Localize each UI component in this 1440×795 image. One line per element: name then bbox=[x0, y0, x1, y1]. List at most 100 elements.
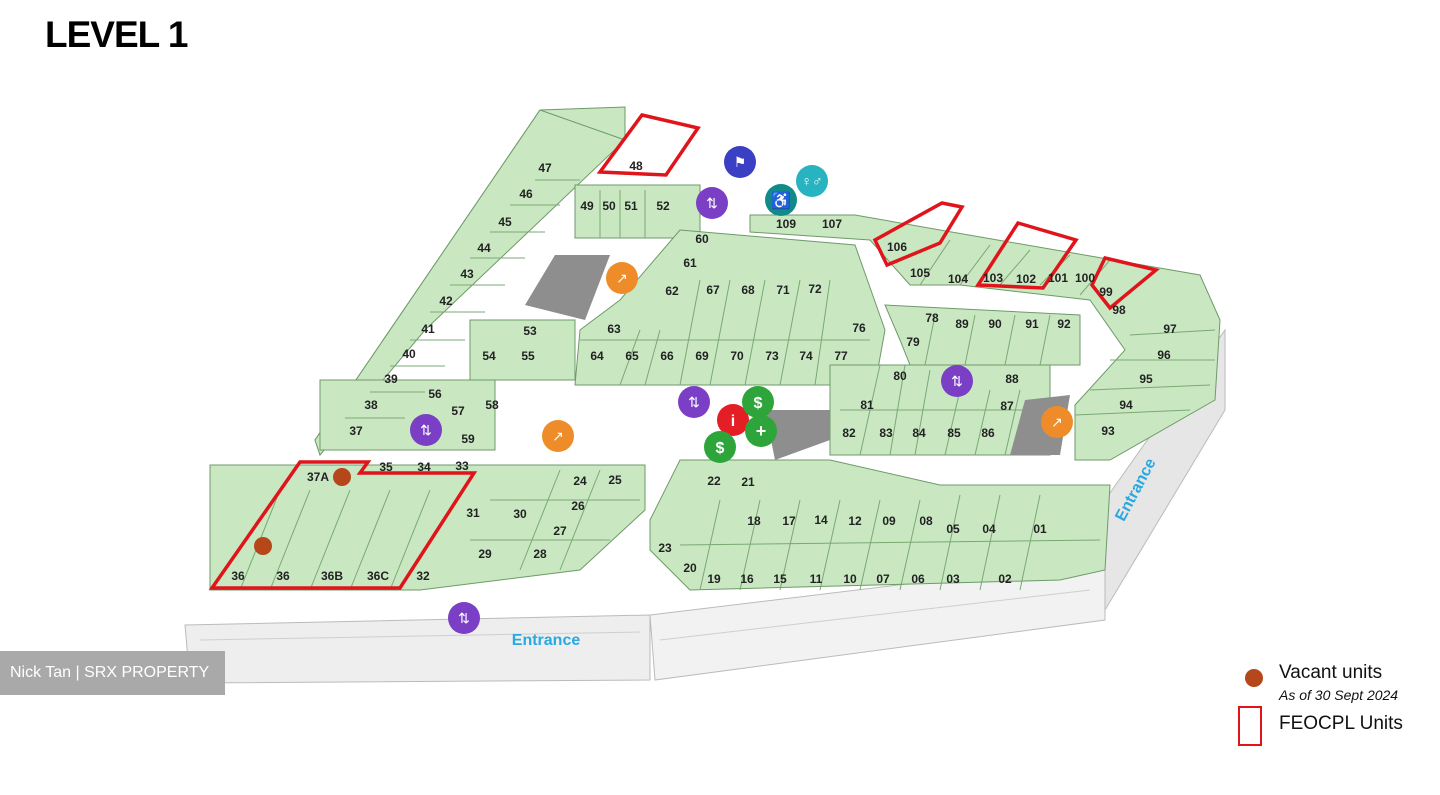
unit-label: 36B bbox=[321, 569, 343, 583]
unit-label: 28 bbox=[533, 547, 547, 561]
unit-label: 86 bbox=[981, 426, 995, 440]
legend-feocpl-label: FEOCPL Units bbox=[1279, 713, 1403, 734]
unit-label: 06 bbox=[911, 572, 925, 586]
unit-label: 77 bbox=[834, 349, 848, 363]
unit-label: 74 bbox=[799, 349, 813, 363]
unit-label: 04 bbox=[982, 522, 996, 536]
unit-label: 101 bbox=[1048, 271, 1068, 285]
unit-label: 72 bbox=[808, 282, 822, 296]
svg-text:⇅: ⇅ bbox=[420, 422, 432, 438]
unit-label: 27 bbox=[553, 524, 567, 538]
unit-label: 14 bbox=[814, 513, 828, 527]
lift-icon: ⇅ bbox=[448, 602, 480, 634]
unit-label: 52 bbox=[656, 199, 670, 213]
unit-label: 58 bbox=[485, 398, 499, 412]
unit-label: 81 bbox=[860, 398, 874, 412]
unit-label: 71 bbox=[776, 283, 790, 297]
feocpl-unit-102 bbox=[974, 220, 1079, 290]
unit-label: 03 bbox=[946, 572, 960, 586]
svg-text:↗: ↗ bbox=[616, 270, 628, 286]
vacant-dot bbox=[254, 537, 272, 555]
svg-text:♿: ♿ bbox=[771, 191, 791, 210]
atm-icon: $ bbox=[704, 431, 736, 463]
unit-label: 87 bbox=[1000, 399, 1014, 413]
unit-label: 29 bbox=[478, 547, 492, 561]
unit-label: 16 bbox=[740, 572, 754, 586]
unit-label: 102 bbox=[1016, 272, 1036, 286]
info-icon: i bbox=[717, 404, 749, 436]
unit-label: 61 bbox=[683, 256, 697, 270]
unit-label: 31 bbox=[466, 506, 480, 520]
unit-label: 47 bbox=[538, 161, 552, 175]
unit-label: 90 bbox=[988, 317, 1002, 331]
feocpl-unit-106 bbox=[872, 201, 965, 268]
svg-text:⚑: ⚑ bbox=[734, 154, 747, 170]
unit-label: 01 bbox=[1033, 522, 1047, 536]
escalator-voids bbox=[525, 255, 1070, 460]
unit-label: 20 bbox=[683, 561, 697, 575]
unit-label: 104 bbox=[948, 272, 968, 286]
unit-label: 50 bbox=[602, 199, 616, 213]
unit-label: 12 bbox=[848, 514, 862, 528]
unit-label: 97 bbox=[1163, 322, 1177, 336]
unit-label: 68 bbox=[741, 283, 755, 297]
escalator-icon: ↗ bbox=[542, 420, 574, 452]
unit-label: 55 bbox=[521, 349, 535, 363]
unit-label: 36 bbox=[276, 569, 290, 583]
svg-text:i: i bbox=[731, 413, 735, 430]
escalator-icon: ↗ bbox=[1041, 406, 1073, 438]
unit-label: 106 bbox=[887, 240, 907, 254]
unit-label: 91 bbox=[1025, 317, 1039, 331]
unit-label: 69 bbox=[695, 349, 709, 363]
unit-label: 83 bbox=[879, 426, 893, 440]
svg-text:⇅: ⇅ bbox=[688, 394, 700, 410]
unit-label: 62 bbox=[665, 284, 679, 298]
lift-icon: ⇅ bbox=[678, 386, 710, 418]
unit-label: 36C bbox=[367, 569, 389, 583]
unit-label: 08 bbox=[919, 514, 933, 528]
building-base bbox=[184, 328, 1226, 684]
unit-label: 98 bbox=[1112, 303, 1126, 317]
unit-label: 17 bbox=[782, 514, 796, 528]
feocpl-legend-box bbox=[1238, 706, 1262, 746]
unit-label: 65 bbox=[625, 349, 639, 363]
unit-label: 02 bbox=[998, 572, 1012, 586]
unit-label: 93 bbox=[1101, 424, 1115, 438]
unit-label: 94 bbox=[1119, 398, 1133, 412]
unit-label: 59 bbox=[461, 432, 475, 446]
svg-text:⇅: ⇅ bbox=[706, 195, 718, 211]
unit-label: 99 bbox=[1099, 285, 1113, 299]
svg-text:⇅: ⇅ bbox=[458, 610, 470, 626]
unit-label: 41 bbox=[421, 322, 435, 336]
unit-label: 60 bbox=[695, 232, 709, 246]
svg-text:♀♂: ♀♂ bbox=[802, 173, 823, 189]
unit-label: 96 bbox=[1157, 348, 1171, 362]
restroom-icon: ♀♂ bbox=[796, 165, 828, 197]
shop-blocks bbox=[209, 106, 1221, 591]
facility-icons: ⚑ ♀♂ ♿ ⇅ ↗ ↗ ⇅ ⇅ i $ $ + ⇅ ↗ ⇅ bbox=[410, 146, 1073, 634]
atm-icon: $ bbox=[742, 386, 774, 418]
legend-as-of-date: As of 30 Sept 2024 bbox=[1279, 687, 1399, 703]
unit-label: 88 bbox=[1005, 372, 1019, 386]
unit-label: 53 bbox=[523, 324, 537, 338]
unit-label: 33 bbox=[455, 459, 469, 473]
svg-text:$: $ bbox=[716, 440, 725, 457]
unit-label: 82 bbox=[842, 426, 856, 440]
unit-label: 23 bbox=[658, 541, 672, 555]
unit-label: 105 bbox=[910, 266, 930, 280]
unit-label: 92 bbox=[1057, 317, 1071, 331]
page-title: LEVEL 1 bbox=[45, 14, 188, 55]
legend-vacant-label: Vacant units bbox=[1279, 662, 1383, 683]
feocpl-units bbox=[208, 113, 1160, 590]
unit-label: 24 bbox=[573, 474, 587, 488]
svg-text:↗: ↗ bbox=[552, 428, 564, 444]
unit-label: 37A bbox=[307, 470, 329, 484]
feocpl-unit-48 bbox=[596, 113, 701, 177]
unit-label: 34 bbox=[417, 460, 431, 474]
unit-label: 25 bbox=[608, 473, 622, 487]
unit-label: 45 bbox=[498, 215, 512, 229]
unit-label: 100 bbox=[1075, 271, 1095, 285]
unit-label: 43 bbox=[460, 267, 474, 281]
vacant-dot bbox=[333, 468, 351, 486]
